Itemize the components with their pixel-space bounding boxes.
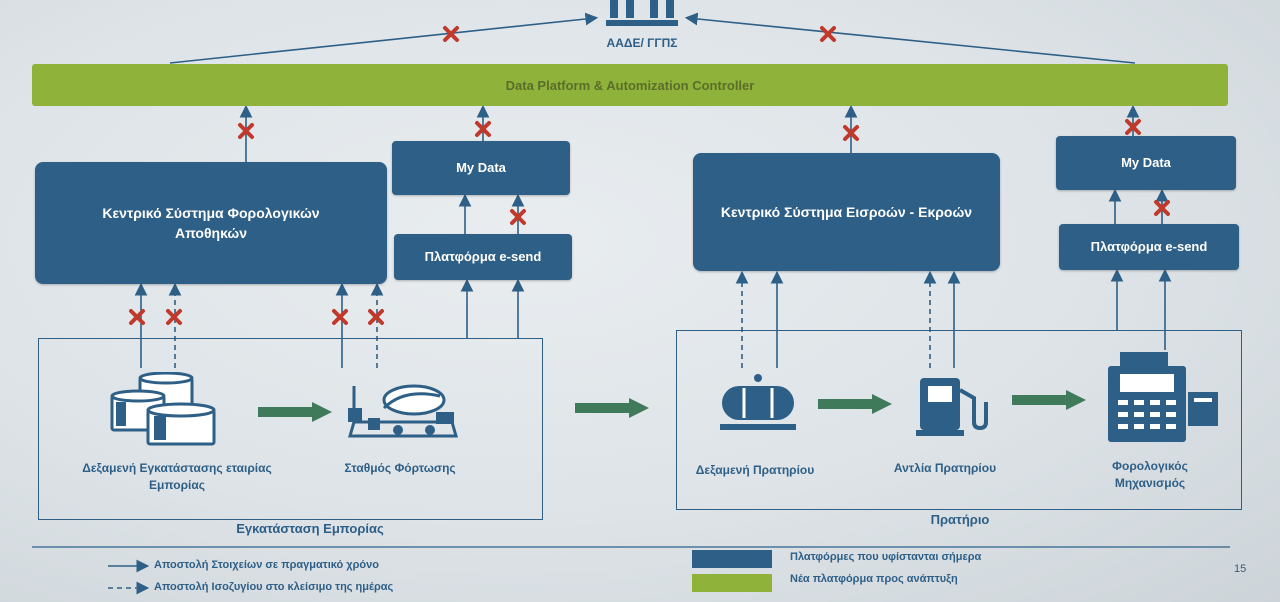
data-platform-bar: Data Platform & Automization Controller bbox=[32, 64, 1228, 106]
flow-arrow-facility-to-station bbox=[575, 398, 649, 418]
flow-arrow-tank-to-pump bbox=[818, 394, 892, 414]
facility-tank-label: Δεξαμενή Εγκατάστασης εταιρίας Εμπορίας bbox=[82, 461, 272, 492]
blocked-mark-1 bbox=[443, 26, 459, 42]
fiscal-device-icon bbox=[1108, 352, 1218, 442]
line-platform-to-authority-right bbox=[684, 12, 1136, 64]
station-tank-icon bbox=[720, 374, 796, 430]
station-title: Πρατήριο bbox=[930, 512, 990, 527]
blocked-mark-5 bbox=[475, 121, 491, 137]
blocked-mark-4 bbox=[238, 123, 254, 139]
page-number: 15 bbox=[1234, 563, 1247, 575]
trading-facility-title: Εγκατάσταση Εμπορίας bbox=[236, 521, 384, 536]
blocked-mark-8 bbox=[510, 209, 526, 225]
fuel-pump-icon bbox=[916, 378, 988, 436]
line-platform-to-authority-left bbox=[169, 12, 599, 64]
legend-realtime-label: Αποστολή Στοιχείων σε πραγματικό χρόνο bbox=[154, 559, 379, 571]
storage-tanks-icon bbox=[110, 372, 216, 446]
central-tax-warehouses-box: Κεντρικό Σύστημα Φορολογικών Αποθηκών bbox=[35, 162, 387, 284]
station-frame bbox=[676, 330, 1242, 510]
loading-station-label: Σταθμός Φόρτωσης bbox=[344, 461, 456, 475]
trading-facility-frame bbox=[38, 338, 543, 520]
mydata-right-box: My Data bbox=[1056, 136, 1236, 190]
government-building-icon bbox=[606, 0, 678, 26]
station-tank-label: Δεξαμενή Πρατηρίου bbox=[695, 463, 815, 477]
legend-new-swatch bbox=[692, 574, 772, 592]
flow-arrow-pump-to-fiscal bbox=[1012, 390, 1086, 410]
authority-label: ΑΑΔΕ/ ΓΓΠΣ bbox=[606, 36, 678, 50]
fiscal-device-label: Φορολογικός Μηχανισμός bbox=[1112, 459, 1188, 490]
station-pump-label: Αντλία Πρατηρίου bbox=[893, 461, 997, 475]
blocked-mark-10 bbox=[129, 309, 145, 325]
loading-station-icon bbox=[348, 384, 458, 438]
blocked-mark-2 bbox=[820, 26, 836, 42]
blocked-mark-11 bbox=[166, 309, 182, 325]
mydata-left-box: My Data bbox=[392, 141, 570, 195]
data-platform-label: Data Platform & Automization Controller bbox=[505, 77, 755, 93]
blocked-mark-7 bbox=[1125, 119, 1141, 135]
blocked-mark-9 bbox=[1154, 200, 1170, 216]
legend-existing-swatch bbox=[692, 550, 772, 568]
blocked-mark-6 bbox=[843, 125, 859, 141]
central-in-out-box: Κεντρικό Σύστημα Εισροών - Εκροών bbox=[693, 153, 1000, 271]
esend-right-box: Πλατφόρμα e-send bbox=[1059, 224, 1239, 270]
blocked-mark-13 bbox=[368, 309, 384, 325]
blocked-mark-12 bbox=[332, 309, 348, 325]
legend-new-label: Νέα πλατφόρμα προς ανάπτυξη bbox=[790, 573, 958, 585]
legend-endofday-label: Αποστολή Ισοζυγίου στο κλείσιμο της ημέρ… bbox=[154, 581, 394, 593]
flow-arrow-tank-to-loading bbox=[258, 402, 332, 422]
legend-existing-label: Πλατφόρμες που υφίστανται σήμερα bbox=[790, 551, 982, 563]
esend-left-box: Πλατφόρμα e-send bbox=[394, 234, 572, 280]
